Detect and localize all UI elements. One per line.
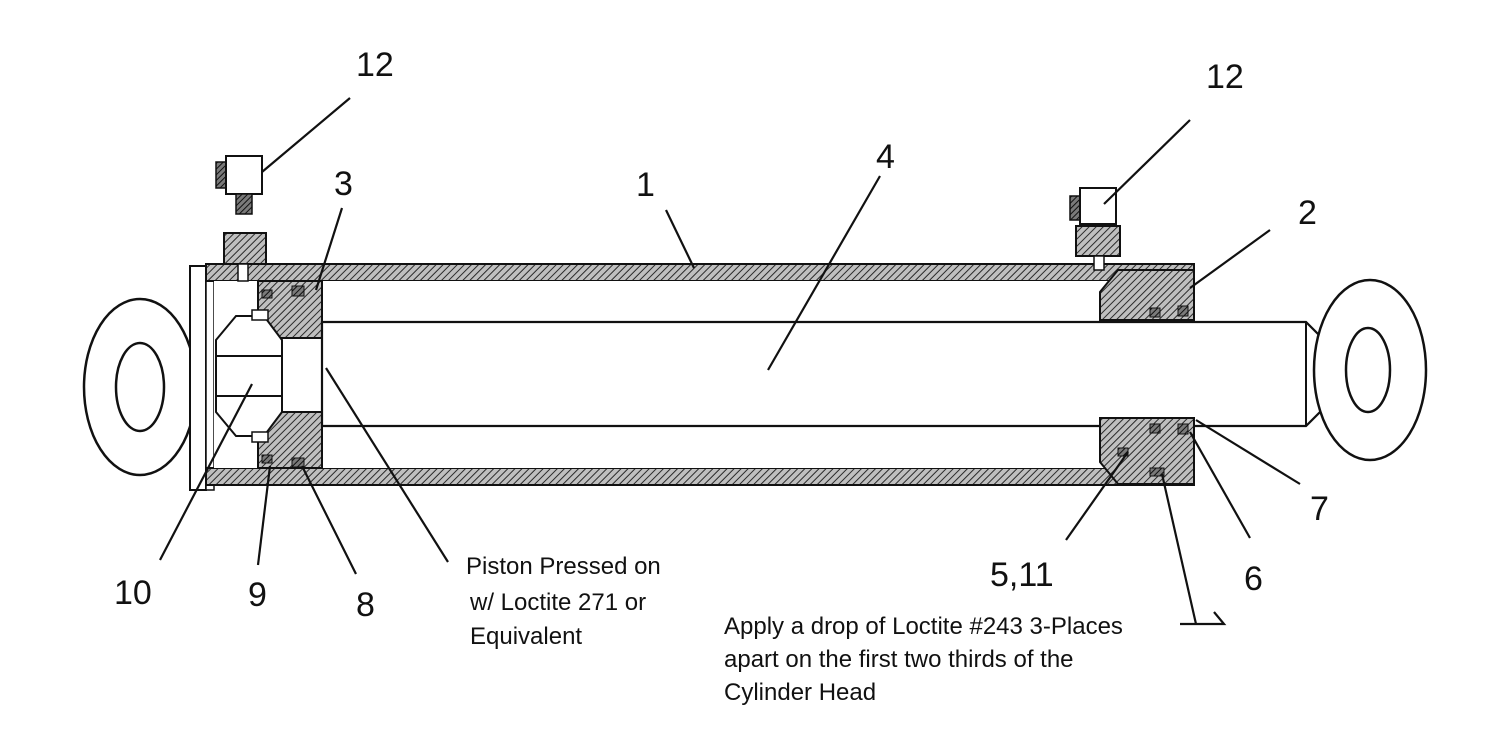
label-10: 10 — [114, 574, 152, 612]
cylinder-head — [1099, 269, 1195, 485]
label-12-right: 12 — [1206, 58, 1244, 96]
piston-rod — [320, 320, 1324, 428]
loctite-note-line-1: Apply a drop of Loctite #243 3-Places — [724, 613, 1123, 640]
label-7: 7 — [1310, 490, 1329, 528]
piston-nut — [215, 309, 283, 443]
label-9: 9 — [248, 576, 267, 614]
label-5-11: 5,11 — [990, 556, 1054, 594]
loctite-note-line-3: Cylinder Head — [724, 679, 876, 706]
right-port-boss — [1075, 225, 1121, 271]
loctite-note: Apply a drop of Loctite #243 3-Places ap… — [724, 613, 1123, 706]
left-end-cap — [189, 265, 215, 491]
label-3: 3 — [334, 165, 353, 203]
right-clevis-eye — [1312, 278, 1428, 462]
loctite-note-line-2: apart on the first two thirds of the — [724, 646, 1074, 673]
label-6: 6 — [1244, 560, 1263, 598]
label-2: 2 — [1298, 194, 1317, 232]
left-port-boss — [223, 232, 267, 282]
right-elbow-fitting — [1069, 187, 1117, 225]
label-8: 8 — [356, 586, 375, 624]
leader-lines — [159, 97, 1301, 626]
piston-note-line-1: Piston Pressed on — [466, 553, 661, 580]
piston-note: Piston Pressed on w/ Loctite 271 or Equi… — [466, 553, 661, 650]
part-number-labels: 12 12 3 1 4 2 7 6 5,11 10 9 8 — [114, 46, 1329, 624]
left-clevis-eye — [82, 297, 198, 477]
left-elbow-fitting — [215, 155, 263, 215]
label-1: 1 — [636, 166, 655, 204]
piston-note-line-2: w/ Loctite 271 or — [469, 589, 646, 616]
piston-note-line-3: Equivalent — [470, 623, 582, 650]
label-12-left: 12 — [356, 46, 394, 84]
label-4: 4 — [876, 138, 895, 176]
